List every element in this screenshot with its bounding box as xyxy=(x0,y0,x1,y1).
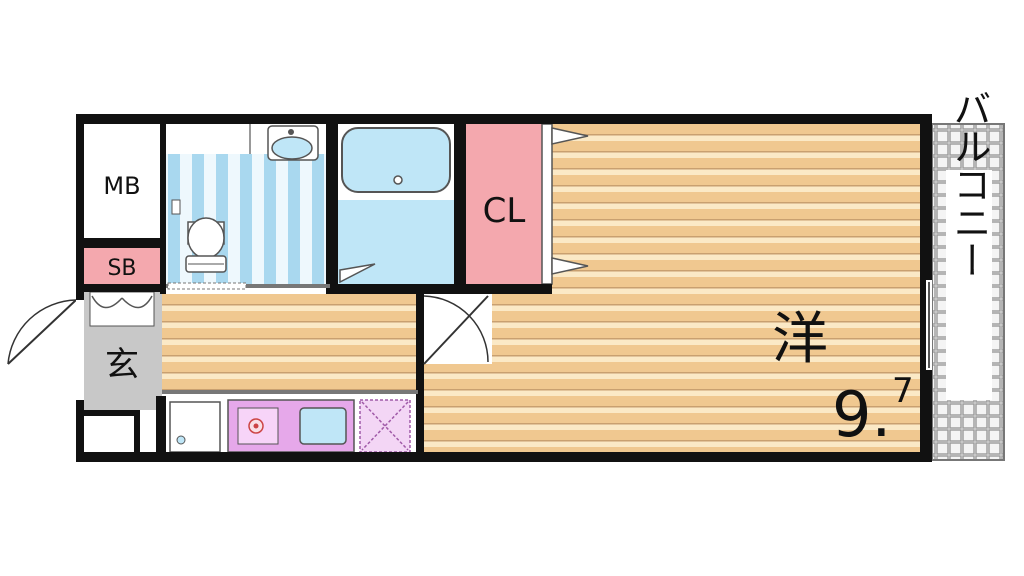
corridor-floor xyxy=(162,294,416,390)
room-size-sub: 7 xyxy=(892,371,914,411)
closet-label: CL xyxy=(483,191,526,231)
appliance-space xyxy=(359,399,411,453)
bathtub-icon xyxy=(341,127,451,193)
closet xyxy=(466,124,542,284)
mb-label: MB xyxy=(103,172,140,200)
balcony-label: バルコニー xyxy=(947,89,991,279)
stove-icon xyxy=(237,407,279,445)
walls xyxy=(76,114,932,462)
kitchen-sink xyxy=(299,407,347,445)
mb-box xyxy=(84,124,160,238)
balcony xyxy=(931,123,1005,461)
western-room-floor xyxy=(548,124,922,452)
western-room-label: 洋 xyxy=(772,307,828,372)
sb-label: SB xyxy=(107,256,136,281)
toilet-icon xyxy=(185,217,227,273)
room-size-main: 9. xyxy=(832,378,891,451)
door-swing-icon xyxy=(7,299,84,400)
entrance-label: 玄 xyxy=(105,345,139,385)
shoe-cabinet xyxy=(84,418,136,454)
sink-icon xyxy=(267,125,319,161)
sb-box xyxy=(84,248,160,284)
door-swing-icon xyxy=(423,294,492,365)
